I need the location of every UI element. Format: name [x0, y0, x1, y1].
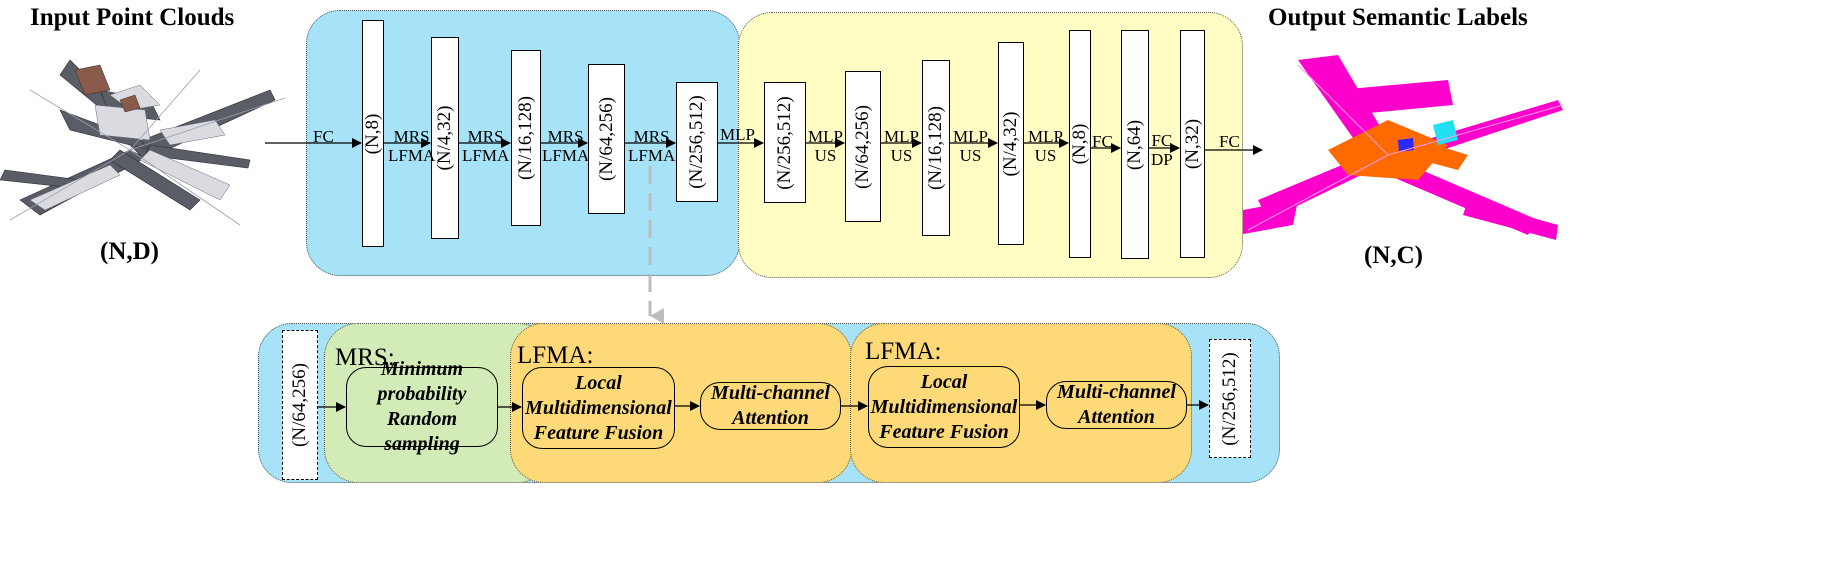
op-fc-1: FC — [1092, 132, 1113, 151]
encoder-layer-4: (N/64,256) — [588, 64, 625, 214]
op-mlp-bridge: MLP — [720, 125, 755, 144]
mca-module-1: Multi-channel Attention — [700, 382, 841, 430]
detail-input-layer: (N/64,256) — [282, 330, 318, 480]
encoder-layer-1: (N,8) — [362, 20, 384, 247]
lfma-section-1 — [510, 323, 852, 483]
input-point-cloud-image — [0, 59, 286, 226]
output-semantic-label-image — [1238, 55, 1564, 240]
op-fc-input: FC — [313, 127, 334, 146]
encoder-layer-3: (N/16,128) — [511, 50, 541, 226]
decoder-layer-5: (N,8) — [1069, 30, 1091, 258]
detail-output-layer: (N/256,512) — [1209, 339, 1251, 458]
mca-module-2: Multi-channel Attention — [1046, 381, 1187, 429]
decoder-layer-2: (N/64,256) — [845, 71, 881, 222]
decoder-layer-3: (N/16,128) — [922, 60, 950, 236]
output-dim-label: (N,C) — [1364, 242, 1424, 269]
decoder-layer-6: (N,64) — [1121, 30, 1149, 259]
decoder-layer-7: (N,32) — [1180, 30, 1205, 258]
input-title: Input Point Clouds — [30, 4, 235, 31]
lfma-section-2 — [850, 323, 1192, 483]
op-fc-output: FC — [1219, 132, 1240, 151]
encoder-layer-5: (N/256,512) — [676, 82, 718, 202]
decoder-layer-1: (N/256,512) — [764, 82, 806, 203]
lfma-section-title-1: LFMA: — [517, 342, 594, 369]
lmff-module-1: Local Multidimensional Feature Fusion — [522, 367, 675, 449]
input-dim-label: (N,D) — [100, 238, 160, 265]
encoder-layer-2: (N/4,32) — [431, 37, 459, 239]
lfma-section-title-2: LFMA: — [865, 338, 942, 365]
lmff-module-2: Local Multidimensional Feature Fusion — [868, 366, 1020, 448]
decoder-layer-4: (N/4,32) — [998, 42, 1024, 245]
output-title: Output Semantic Labels — [1268, 4, 1528, 31]
mrs-module: Minimum probability Random sampling — [346, 358, 498, 455]
mrs-section-title: MRS: — [335, 344, 395, 371]
